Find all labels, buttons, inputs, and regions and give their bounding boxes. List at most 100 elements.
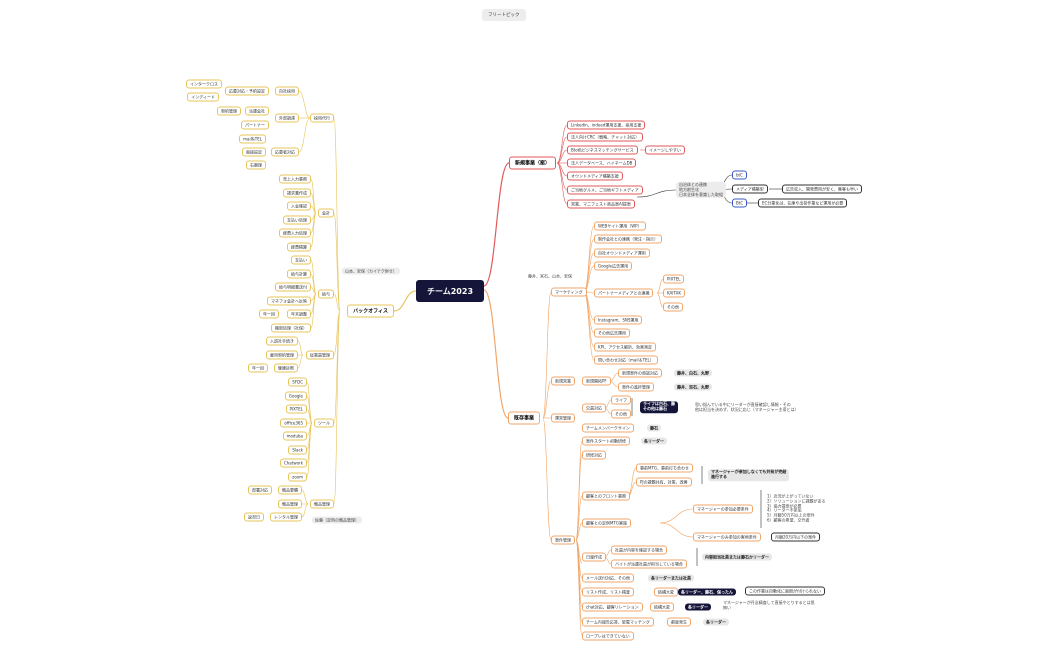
marketing-node[interactable]: マーケティング: [551, 287, 587, 297]
ops-node[interactable]: 運営管理: [551, 413, 575, 423]
effort-tag[interactable]: 都度発生: [667, 617, 691, 627]
case-sub[interactable]: バイトが派遣社員が担当している場合: [611, 559, 687, 569]
recruit-channel[interactable]: インタークロス: [186, 79, 222, 89]
btoc-node[interactable]: btC: [732, 170, 747, 180]
new-business-item[interactable]: Linkedin、indeed運用支援、採用支援: [567, 120, 646, 130]
marketing-item[interactable]: KPI、アクセス解析、効果測定: [594, 342, 657, 352]
effort-tag[interactable]: 結構大変: [650, 602, 674, 612]
hr-sub[interactable]: mail&TEL: [239, 134, 266, 144]
marketing-item[interactable]: その他広告運用: [594, 328, 630, 338]
owner-note[interactable]: 佐藤（定時の備品管理）: [312, 516, 362, 524]
marketing-item[interactable]: Instagram、SNS運用: [594, 315, 643, 325]
case-item[interactable]: 顧客とのフロント業務: [582, 491, 630, 501]
owner-note[interactable]: 山本、安保（カイテク併せ）: [342, 267, 400, 275]
payroll-item[interactable]: マネフォ会計へ反映: [267, 296, 311, 306]
owner-badge[interactable]: 各リーダー: [685, 603, 711, 611]
ops-note-detail[interactable]: 思い悩んでいる中にリーダーが直接確認し情報・その 他は担当を決めず、状況に応じ（…: [695, 402, 799, 412]
floating-topic[interactable]: フリートピック: [482, 9, 526, 21]
partner-media[interactable]: その他: [663, 302, 683, 312]
accounting-item[interactable]: 支払い処理: [283, 215, 311, 225]
owner-badge[interactable]: 藤石: [647, 424, 661, 432]
owner-badge[interactable]: 各リーダー: [703, 618, 729, 626]
supplies-node[interactable]: 備品管理: [310, 499, 334, 509]
ops-sub[interactable]: ライフ: [611, 395, 631, 405]
marketing-item[interactable]: パートナーメディアとの連携: [594, 288, 654, 298]
ops-note[interactable]: ライフは白石、藤 その他は藤石: [640, 401, 678, 413]
frequency-tag[interactable]: 年一回: [259, 309, 279, 319]
staff-item[interactable]: 雇用契約管理: [266, 350, 298, 360]
tool-item[interactable]: SFDC: [288, 377, 307, 387]
staff-node[interactable]: 従業員管理: [306, 350, 334, 360]
case-item[interactable]: 案件スタート初動研修: [582, 436, 630, 446]
amount-note[interactable]: 月額20万円以下の案件: [771, 532, 821, 542]
image-note[interactable]: イメージしやすい: [645, 145, 685, 155]
payroll-item[interactable]: 機密処理（社保）: [271, 323, 311, 333]
branch-new-business[interactable]: 新規事業（案）: [509, 156, 557, 170]
case-sub[interactable]: マネージャーの参加必要条件: [693, 504, 753, 514]
btob-node[interactable]: BtC: [732, 198, 748, 208]
case-item[interactable]: ロープレはできていない: [582, 631, 634, 641]
accounting-item[interactable]: 経費入力処理: [279, 228, 311, 238]
supplies-note[interactable]: 返却日: [244, 512, 264, 522]
frequency-tag[interactable]: 年一回: [248, 363, 268, 373]
hr-sub[interactable]: 派遣会社: [245, 106, 269, 116]
supplies-item[interactable]: 備品管理: [278, 499, 302, 509]
hr-item[interactable]: 自社採用: [275, 86, 299, 96]
owner-badge[interactable]: 藤井、白石、丸野: [674, 369, 712, 377]
accounting-item[interactable]: 経費精算: [287, 242, 311, 252]
accounting-item[interactable]: 入金確認: [287, 201, 311, 211]
new-business-item[interactable]: 法人向けCRC（戦略、チャット対応）: [567, 132, 644, 142]
new-business-item[interactable]: Bto色ビジネスマッチングサービス: [567, 145, 638, 155]
case-item[interactable]: 日報作成: [582, 552, 606, 562]
accounting-node[interactable]: 会計: [318, 208, 334, 218]
tool-item[interactable]: office365: [280, 418, 307, 428]
team-note[interactable]: 藤井、宮石、山本、安保: [528, 273, 572, 279]
case-item[interactable]: リスト作成、リスト精査: [582, 587, 634, 597]
new-business-item[interactable]: 法人データベース、ハイネームDB: [567, 158, 637, 168]
new-business-item[interactable]: 営業、マニフェスト商品案AI提案: [567, 199, 635, 209]
marketing-item[interactable]: 制作会社との連携（発注・指示）: [594, 234, 662, 244]
case-sub[interactable]: 事前MTG、事前打ち合わせ: [636, 463, 693, 473]
case-sub[interactable]: PJの課題共有、対策、改善: [636, 477, 692, 487]
new-business-item[interactable]: オウンドメディア構築支援: [567, 171, 623, 181]
ec-note[interactable]: EC分業化は、在庫や出荷作業など運用が必要: [758, 198, 848, 208]
case-sub[interactable]: 社員が内容を確認する場合: [611, 545, 667, 555]
case-note[interactable]: マネージャーが参加しなくても共有が完結 進行する: [708, 469, 790, 481]
hr-item[interactable]: 応募者対応: [271, 147, 299, 157]
hr-sub[interactable]: 面接設定: [242, 147, 266, 157]
new-business-item[interactable]: ご当地グルメ、ご当地ギフトメディア: [567, 185, 643, 195]
hr-item[interactable]: 外部調達: [275, 113, 299, 123]
case-item[interactable]: チーム内報告応答、架電マッチング: [582, 617, 654, 627]
group-note[interactable]: 自治体との連携 地方創生化 日本全体を意識した取組: [676, 181, 726, 199]
hr-node[interactable]: 採用代行: [310, 113, 334, 123]
payroll-node[interactable]: 給与: [318, 289, 334, 299]
case-item[interactable]: chat対応、顧客リレーション: [582, 602, 643, 612]
case-item[interactable]: 顧客との定例MTG実施: [582, 518, 631, 528]
hr-sub[interactable]: 右腕理: [246, 160, 266, 170]
case-item[interactable]: 研修対応: [582, 450, 606, 460]
staff-item[interactable]: 健康診断: [274, 363, 298, 373]
staff-item[interactable]: 入退社手続き: [266, 336, 298, 346]
recruit-channel[interactable]: インディード: [187, 92, 219, 102]
tool-item[interactable]: Google: [284, 391, 307, 401]
new-sales-group[interactable]: 新規開拓PF: [582, 376, 611, 386]
tool-item[interactable]: PIXTEL: [285, 404, 307, 414]
ops-item[interactable]: チームメンバークサイン: [582, 423, 634, 433]
case-mgmt-node[interactable]: 案件管理: [551, 535, 575, 545]
case-note[interactable]: マネージャーが丹念精査して直接やとりするとは思 無い: [723, 600, 815, 610]
partner-media[interactable]: PIXTEL: [663, 274, 685, 284]
effort-tag[interactable]: 結構大変: [654, 587, 678, 597]
media-note[interactable]: 広告収入、開発費用が安く、集客も早い: [782, 184, 862, 194]
root-topic[interactable]: チーム2023: [416, 280, 484, 302]
partner-media[interactable]: KAITAK: [663, 288, 685, 298]
payroll-item[interactable]: 支払い: [291, 255, 311, 265]
accounting-item[interactable]: 請求書作成: [283, 188, 311, 198]
case-item[interactable]: メール送付対応、その他: [582, 573, 634, 583]
new-sales-item[interactable]: 新規案件の商談対応: [618, 368, 662, 378]
tool-item[interactable]: Slack: [288, 445, 307, 455]
ops-item[interactable]: 欠員対応: [582, 403, 606, 413]
branch-back-office[interactable]: バックオフィス: [347, 304, 394, 318]
hr-sub[interactable]: パートナー: [241, 120, 269, 130]
payroll-item[interactable]: 給与明細書送付: [275, 282, 311, 292]
hr-sub[interactable]: 応募対応・予約設定: [225, 86, 269, 96]
